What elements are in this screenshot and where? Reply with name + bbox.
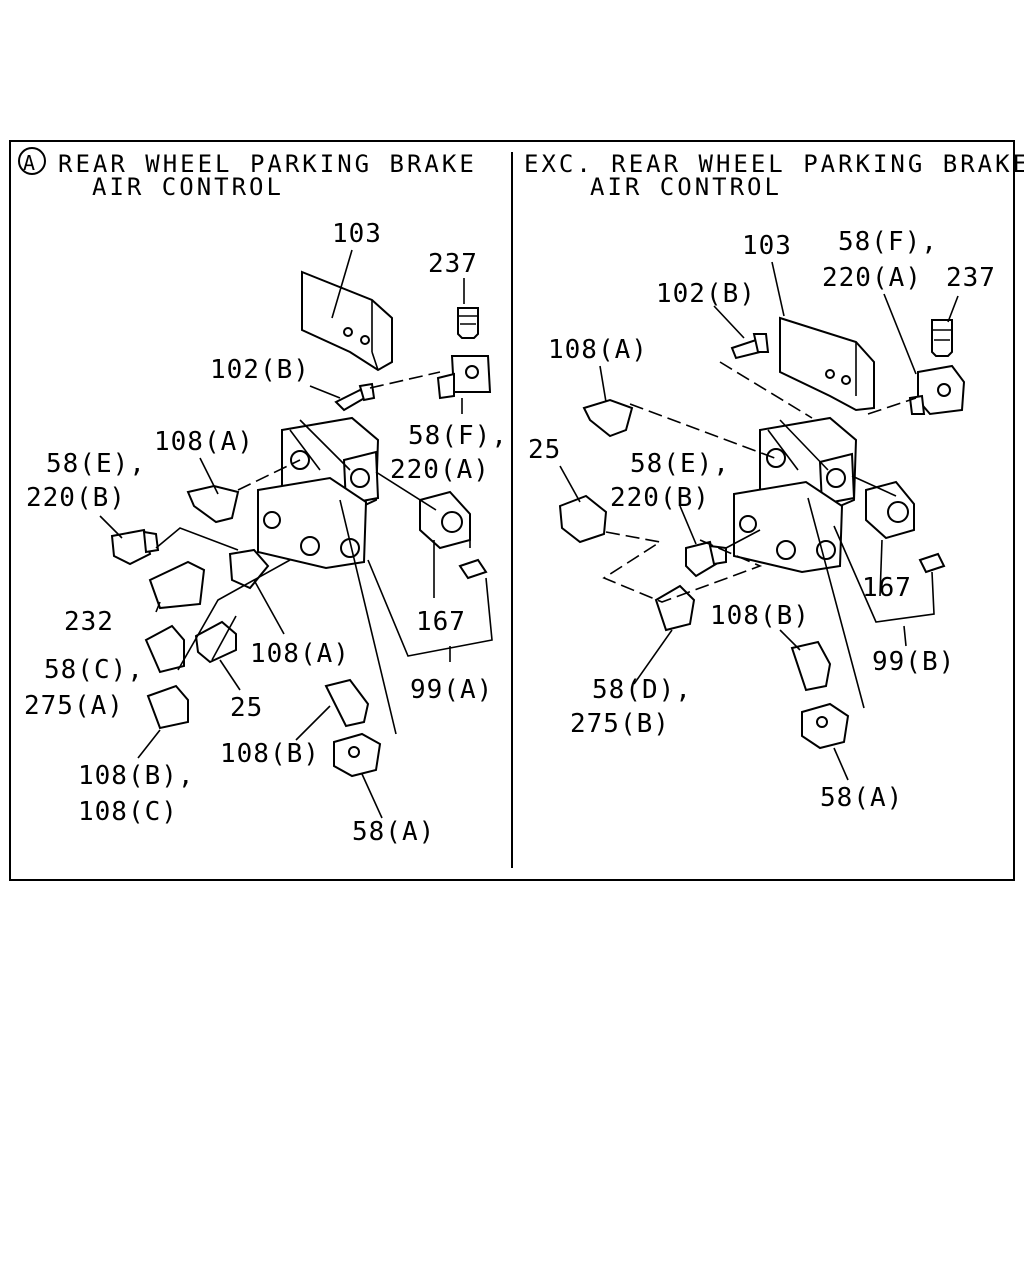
circle-a-marker (18, 147, 46, 175)
switch-25-shape-right (558, 494, 608, 544)
label-102b: 102(B) (210, 355, 310, 385)
label-167: 167 (416, 607, 466, 637)
right-panel: EXC. REAR WHEEL PARKING BRAKE AIR CONTRO… (524, 150, 1024, 813)
label-103: 103 (332, 219, 382, 249)
label-237: 237 (428, 249, 478, 279)
right-title-line2: AIR CONTROL (590, 173, 782, 201)
label-102b-right: 102(B) (656, 279, 756, 309)
elbow-108a-top-shape (186, 484, 240, 524)
valve-assembly-left (257, 416, 380, 570)
label-58e: 58(E), (46, 449, 146, 479)
label-58c: 58(C), (44, 655, 144, 685)
label-108c: 108(C) (78, 797, 178, 827)
label-167-right: 167 (862, 573, 912, 603)
fitting-58c-shape (144, 624, 185, 674)
label-58a: 58(A) (352, 817, 435, 847)
fitting-237-shape-right (931, 319, 953, 357)
label-103-right: 103 (742, 231, 792, 261)
diagram-frame (9, 140, 1015, 881)
label-237-right: 237 (946, 263, 996, 293)
right-title-line1: EXC. REAR WHEEL PARKING BRAKE (524, 150, 1024, 178)
elbow-108b-shape (324, 678, 370, 728)
fitting-232-shape (148, 560, 206, 610)
label-220b-right: 220(B) (610, 483, 710, 513)
label-108b-right: 108(B) (710, 601, 810, 631)
switch-25-shape (194, 620, 237, 664)
label-58f: 58(F), (408, 421, 508, 451)
label-232: 232 (64, 607, 114, 637)
label-99a: 99(A) (410, 675, 493, 705)
marker-label: A (23, 151, 38, 175)
label-108b-c: 108(B), (78, 761, 195, 791)
bracket-103-shape-right (779, 316, 875, 412)
label-108a-top: 108(A) (154, 427, 254, 457)
label-108b: 108(B) (220, 739, 320, 769)
left-title-line1: REAR WHEEL PARKING BRAKE (58, 150, 477, 178)
label-108a-mid: 108(A) (250, 639, 350, 669)
elbow-108a-shape-right (582, 398, 634, 438)
label-220b: 220(B) (26, 483, 126, 513)
label-58d-right: 58(D), (592, 675, 692, 705)
left-title-line2: AIR CONTROL (92, 173, 284, 201)
left-panel: A REAR WHEEL PARKING BRAKE AIR CONTROL (18, 147, 508, 847)
elbow-108b-shape-right (790, 640, 832, 692)
label-58f-right: 58(F), (838, 227, 938, 257)
label-58a-right: 58(A) (820, 783, 903, 813)
label-58e-right: 58(E), (630, 449, 730, 479)
label-25-right: 25 (528, 435, 561, 465)
label-220a: 220(A) (390, 455, 490, 485)
label-99b-right: 99(B) (872, 647, 955, 677)
fitting-58d-shape-right (654, 584, 696, 632)
label-25: 25 (230, 693, 263, 723)
valve-assembly-right (733, 416, 858, 574)
fitting-108bc-shape (146, 684, 189, 730)
label-220a-right: 220(A) (822, 263, 922, 293)
fitting-237-shape (457, 307, 479, 339)
label-108a-right: 108(A) (548, 335, 648, 365)
fitting-58e-shape (110, 528, 152, 566)
label-275a: 275(A) (24, 691, 124, 721)
label-275b-right: 275(B) (570, 709, 670, 739)
bracket-103-shape (301, 270, 393, 372)
